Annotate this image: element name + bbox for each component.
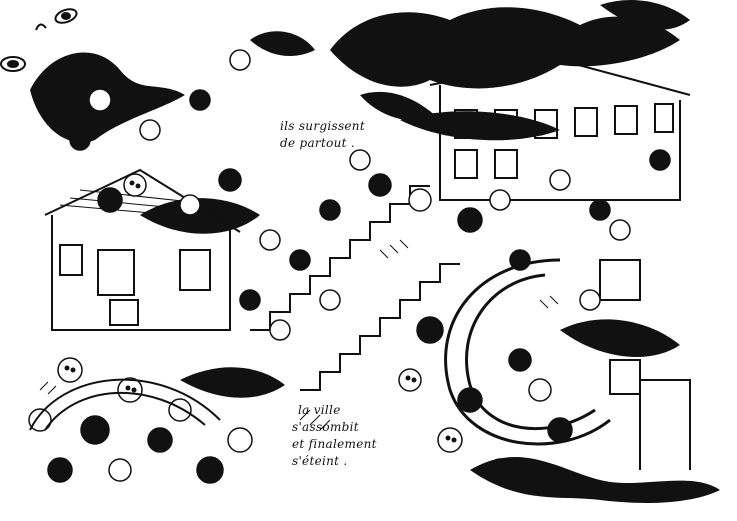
caption-bottom-line3: et finalement xyxy=(292,437,377,451)
floating-eyes xyxy=(0,8,78,72)
crowd-creatures xyxy=(28,49,671,484)
caption-bottom-line1: la ville xyxy=(298,403,341,417)
stone-bridge xyxy=(29,378,221,431)
caption-top-line2: de partout . xyxy=(280,136,355,150)
right-house xyxy=(429,58,691,470)
water-splash xyxy=(470,457,720,503)
serpent-coil xyxy=(444,258,611,446)
caption-bottom-line2: s'assombit xyxy=(292,420,359,434)
caption-bottom: la ville s'assombit et finalement s'étei… xyxy=(292,402,377,470)
left-house xyxy=(44,168,241,331)
caption-top-line1: ils surgissent xyxy=(280,119,365,133)
staircase xyxy=(250,185,460,391)
caption-bottom-line4: s'éteint . xyxy=(292,454,348,468)
caption-top: ils surgissent de partout . xyxy=(280,118,365,152)
hatching-texture xyxy=(39,239,559,431)
